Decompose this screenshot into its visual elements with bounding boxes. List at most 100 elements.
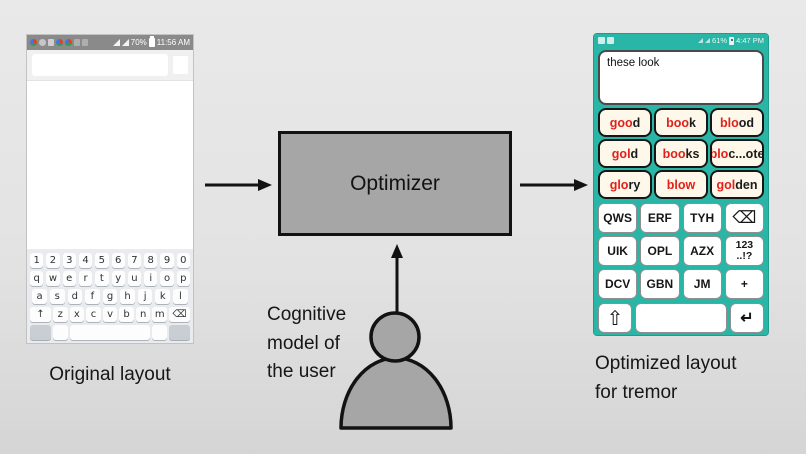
key[interactable]: e — [62, 271, 76, 286]
status-bar: 61% 4:47 PM — [594, 34, 768, 47]
key[interactable]: 5 — [95, 253, 109, 268]
tab-switcher-button[interactable] — [173, 56, 188, 74]
key[interactable]: 3 — [62, 253, 76, 268]
key[interactable]: g — [102, 289, 118, 304]
grouped-letter-key[interactable]: + — [724, 269, 764, 299]
key[interactable]: h — [120, 289, 135, 304]
period-key[interactable] — [152, 325, 167, 340]
network-3g-icon — [74, 39, 80, 46]
browser-address-bar — [27, 50, 193, 81]
key[interactable]: v — [102, 307, 118, 322]
caption-line: the user — [267, 361, 336, 382]
battery-icon — [148, 36, 155, 47]
battery-icon — [729, 36, 735, 45]
grouped-letter-key[interactable]: UIK — [598, 236, 638, 266]
key[interactable]: w — [46, 271, 60, 286]
key[interactable]: n — [135, 307, 151, 322]
key[interactable]: p — [176, 271, 190, 286]
space-key[interactable] — [70, 325, 150, 340]
app-icon — [30, 39, 37, 46]
app-icon — [48, 39, 54, 46]
shift-key[interactable]: ⇧ — [598, 303, 632, 333]
grouped-letter-key[interactable]: DCV — [598, 269, 638, 299]
key[interactable]: j — [137, 289, 153, 304]
grouped-letter-key[interactable]: ⌫ — [724, 203, 764, 233]
key[interactable]: 0 — [176, 253, 190, 268]
key[interactable]: t — [95, 271, 109, 286]
comma-key[interactable] — [53, 325, 68, 340]
grouped-letter-key[interactable]: OPL — [640, 236, 680, 266]
key[interactable]: m — [152, 307, 168, 322]
enter-key[interactable] — [169, 325, 190, 340]
grouped-letter-key[interactable]: GBN — [640, 269, 680, 299]
key[interactable]: y — [111, 271, 125, 286]
key[interactable]: l — [173, 289, 188, 304]
key[interactable]: 2 — [46, 253, 60, 268]
key[interactable]: q — [30, 271, 44, 286]
key[interactable]: 1 — [30, 253, 44, 268]
optimizer-label: Optimizer — [350, 171, 440, 195]
key[interactable]: x — [69, 307, 85, 322]
optimizer-box: Optimizer — [278, 131, 512, 236]
grouped-letter-key[interactable]: AZX — [682, 236, 722, 266]
key[interactable]: 9 — [160, 253, 174, 268]
suggestion-button[interactable]: blow — [654, 170, 708, 199]
key[interactable]: 7 — [127, 253, 142, 268]
shift-key[interactable]: ↑ — [30, 307, 51, 322]
app-icon — [39, 39, 46, 46]
key[interactable]: u — [127, 271, 142, 286]
key[interactable]: b — [119, 307, 134, 322]
caption-line: Cognitive — [267, 304, 347, 325]
key[interactable]: d — [67, 289, 83, 304]
arrow-optimizer-to-right-phone — [520, 179, 588, 191]
grouped-letter-key[interactable]: ERF — [640, 203, 680, 233]
space-key[interactable] — [635, 303, 727, 333]
enter-key[interactable]: ↵ — [730, 303, 764, 333]
signal-icon — [705, 38, 711, 43]
clock: 4:47 PM — [736, 36, 764, 45]
key[interactable]: i — [144, 271, 158, 286]
status-bar: 70% 11:56 AM — [27, 35, 193, 50]
key[interactable]: 6 — [111, 253, 125, 268]
key[interactable]: a — [32, 289, 47, 304]
notification-icon — [598, 37, 605, 44]
url-field[interactable] — [32, 54, 168, 76]
key[interactable]: c — [86, 307, 101, 322]
key[interactable]: f — [85, 289, 100, 304]
key[interactable]: k — [155, 289, 171, 304]
partial-bottom-row — [30, 325, 190, 340]
arrow-user-to-optimizer — [391, 244, 403, 312]
key[interactable]: o — [160, 271, 174, 286]
key[interactable]: 8 — [144, 253, 158, 268]
blank-page-content — [27, 81, 193, 249]
text-input-area[interactable]: these look — [598, 50, 764, 105]
caption-line: Optimized layout — [595, 353, 737, 374]
backspace-key[interactable]: ⌫ — [169, 307, 190, 322]
clock: 11:56 AM — [156, 38, 190, 47]
grouped-letter-key[interactable]: QWS — [598, 203, 638, 233]
grouped-letter-key[interactable]: 123 ..!? — [724, 236, 764, 266]
grouped-letter-key[interactable]: JM — [682, 269, 722, 299]
wifi-icon — [112, 39, 120, 46]
grouped-letter-key[interactable]: TYH — [682, 203, 722, 233]
keyboard-bottom-row: ⇧ ↵ — [598, 303, 764, 333]
key[interactable]: s — [49, 289, 65, 304]
key[interactable]: 4 — [78, 253, 93, 268]
key[interactable]: r — [78, 271, 93, 286]
key[interactable]: z — [53, 307, 68, 322]
original-layout-caption: Original layout — [49, 364, 171, 385]
symbols-key[interactable] — [30, 325, 51, 340]
